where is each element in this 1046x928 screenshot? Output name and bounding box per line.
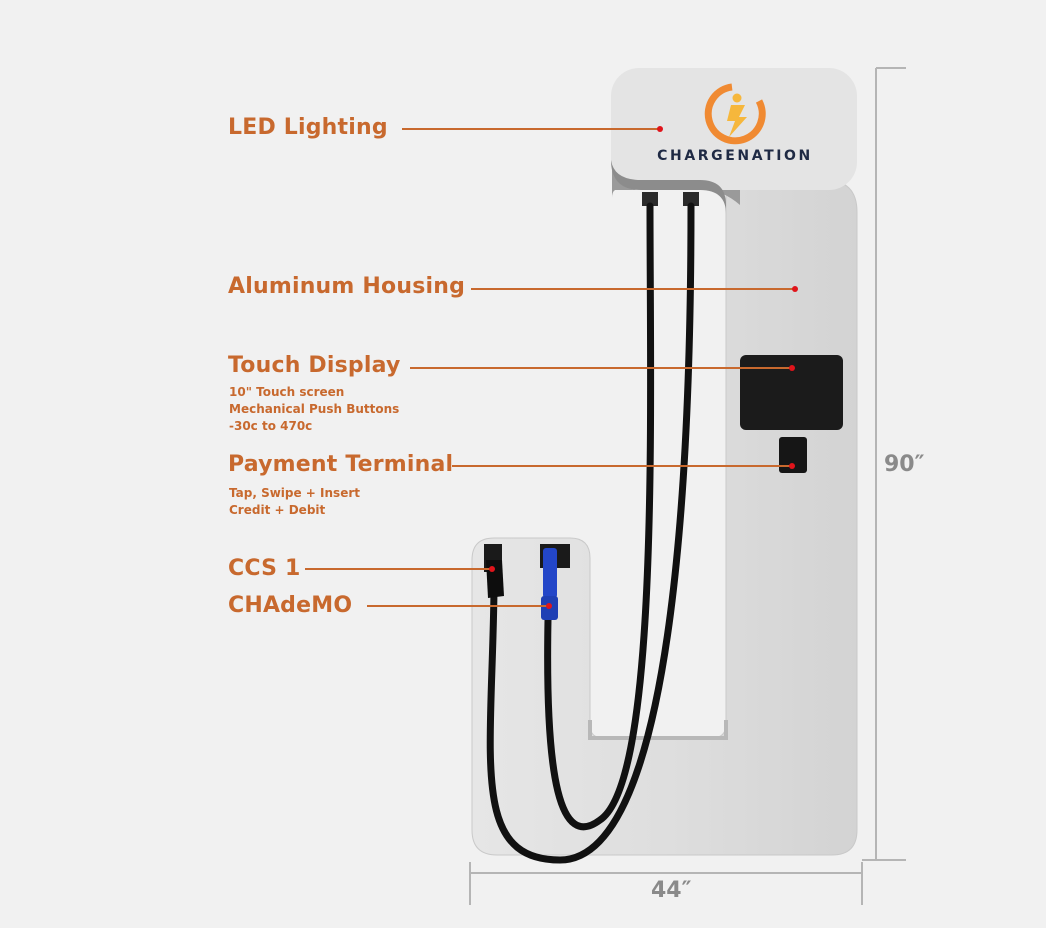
detail-line: 10" Touch screen [229, 385, 345, 399]
marker-dot [789, 365, 795, 371]
callout-display-title: Touch Display [228, 353, 401, 378]
callout-payment-title: Payment Terminal [228, 452, 454, 477]
cable-gland [683, 192, 699, 206]
detail-line: Mechanical Push Buttons [229, 402, 400, 416]
touch-display [740, 355, 843, 430]
dimension-lines [469, 67, 906, 905]
marker-dot [789, 463, 795, 469]
detail-line: Credit + Debit [229, 503, 326, 517]
marker-dot [657, 126, 663, 132]
callout-chademo-title: CHAdeMO [228, 593, 353, 618]
chademo-cable [544, 202, 655, 831]
marker-dot [546, 603, 552, 609]
callout-payment-details: Tap, Swipe + Insert Credit + Debit [229, 485, 360, 519]
ccs1-connector [486, 560, 504, 598]
height-dimension-label: 90″ [884, 452, 925, 477]
detail-line: Tap, Swipe + Insert [229, 486, 360, 500]
detail-line: -30c to 470c [229, 419, 313, 433]
callout-display-details: 10" Touch screen Mechanical Push Buttons… [229, 384, 399, 435]
charger-housing [471, 179, 858, 856]
leader-lines [305, 128, 795, 607]
cable-gland [642, 192, 658, 206]
marker-dot [792, 286, 798, 292]
callout-ccs1-title: CCS 1 [228, 556, 301, 581]
payment-terminal [779, 437, 807, 473]
callout-led-title: LED Lighting [228, 115, 388, 140]
chademo-connector [541, 548, 558, 620]
lightning-bolt-in-circle-icon [704, 83, 766, 145]
marker-dots [489, 126, 798, 609]
brand-name: CHARGENATION [657, 148, 813, 164]
charging-cables [486, 202, 695, 864]
marker-dot [489, 566, 495, 572]
ccs1-cable [486, 202, 695, 864]
callout-housing-title: Aluminum Housing [228, 274, 466, 299]
width-dimension-label: 44″ [651, 878, 692, 903]
